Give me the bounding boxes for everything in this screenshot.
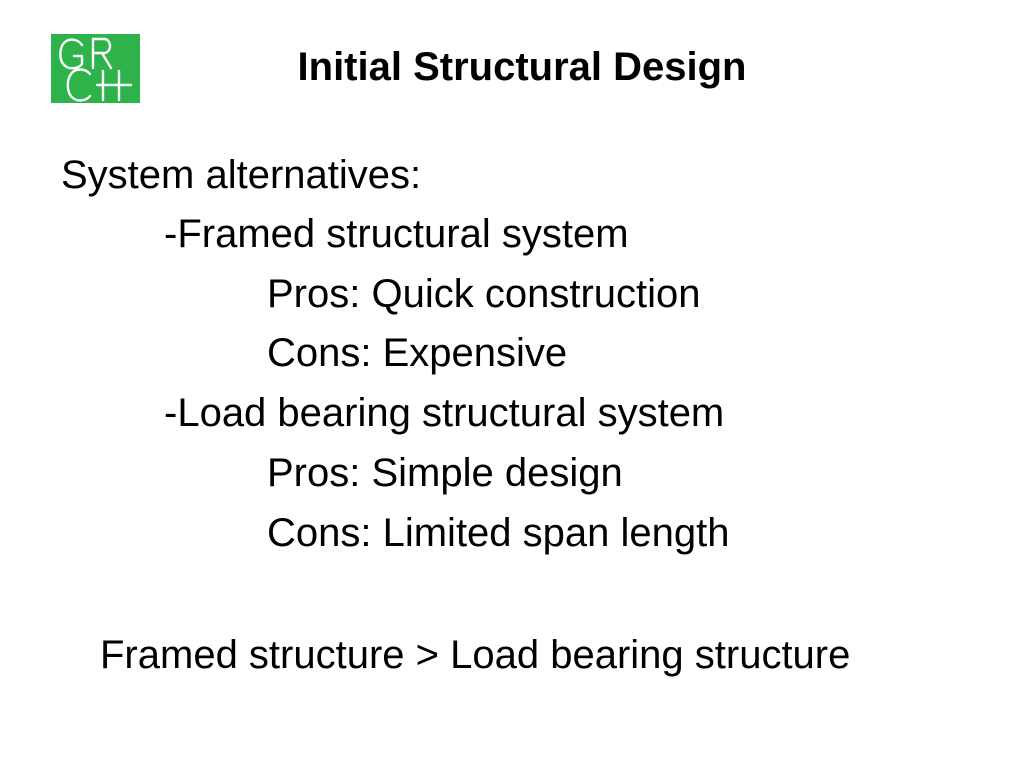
list-item: -Load bearing structural system — [164, 391, 725, 435]
list-item: Pros: Quick construction — [267, 272, 701, 316]
slide-title: Initial Structural Design — [297, 45, 747, 89]
list-item: Cons: Limited span length — [267, 511, 730, 555]
grch-logo — [51, 34, 140, 103]
list-item: -Framed structural system — [164, 212, 629, 256]
conclusion-text: Framed structure > Load bearing structur… — [100, 633, 851, 677]
list-heading: System alternatives: — [61, 153, 422, 197]
list-item: Pros: Simple design — [267, 451, 623, 495]
list-item: Cons: Expensive — [267, 331, 568, 375]
grch-logo-icon — [59, 37, 133, 102]
